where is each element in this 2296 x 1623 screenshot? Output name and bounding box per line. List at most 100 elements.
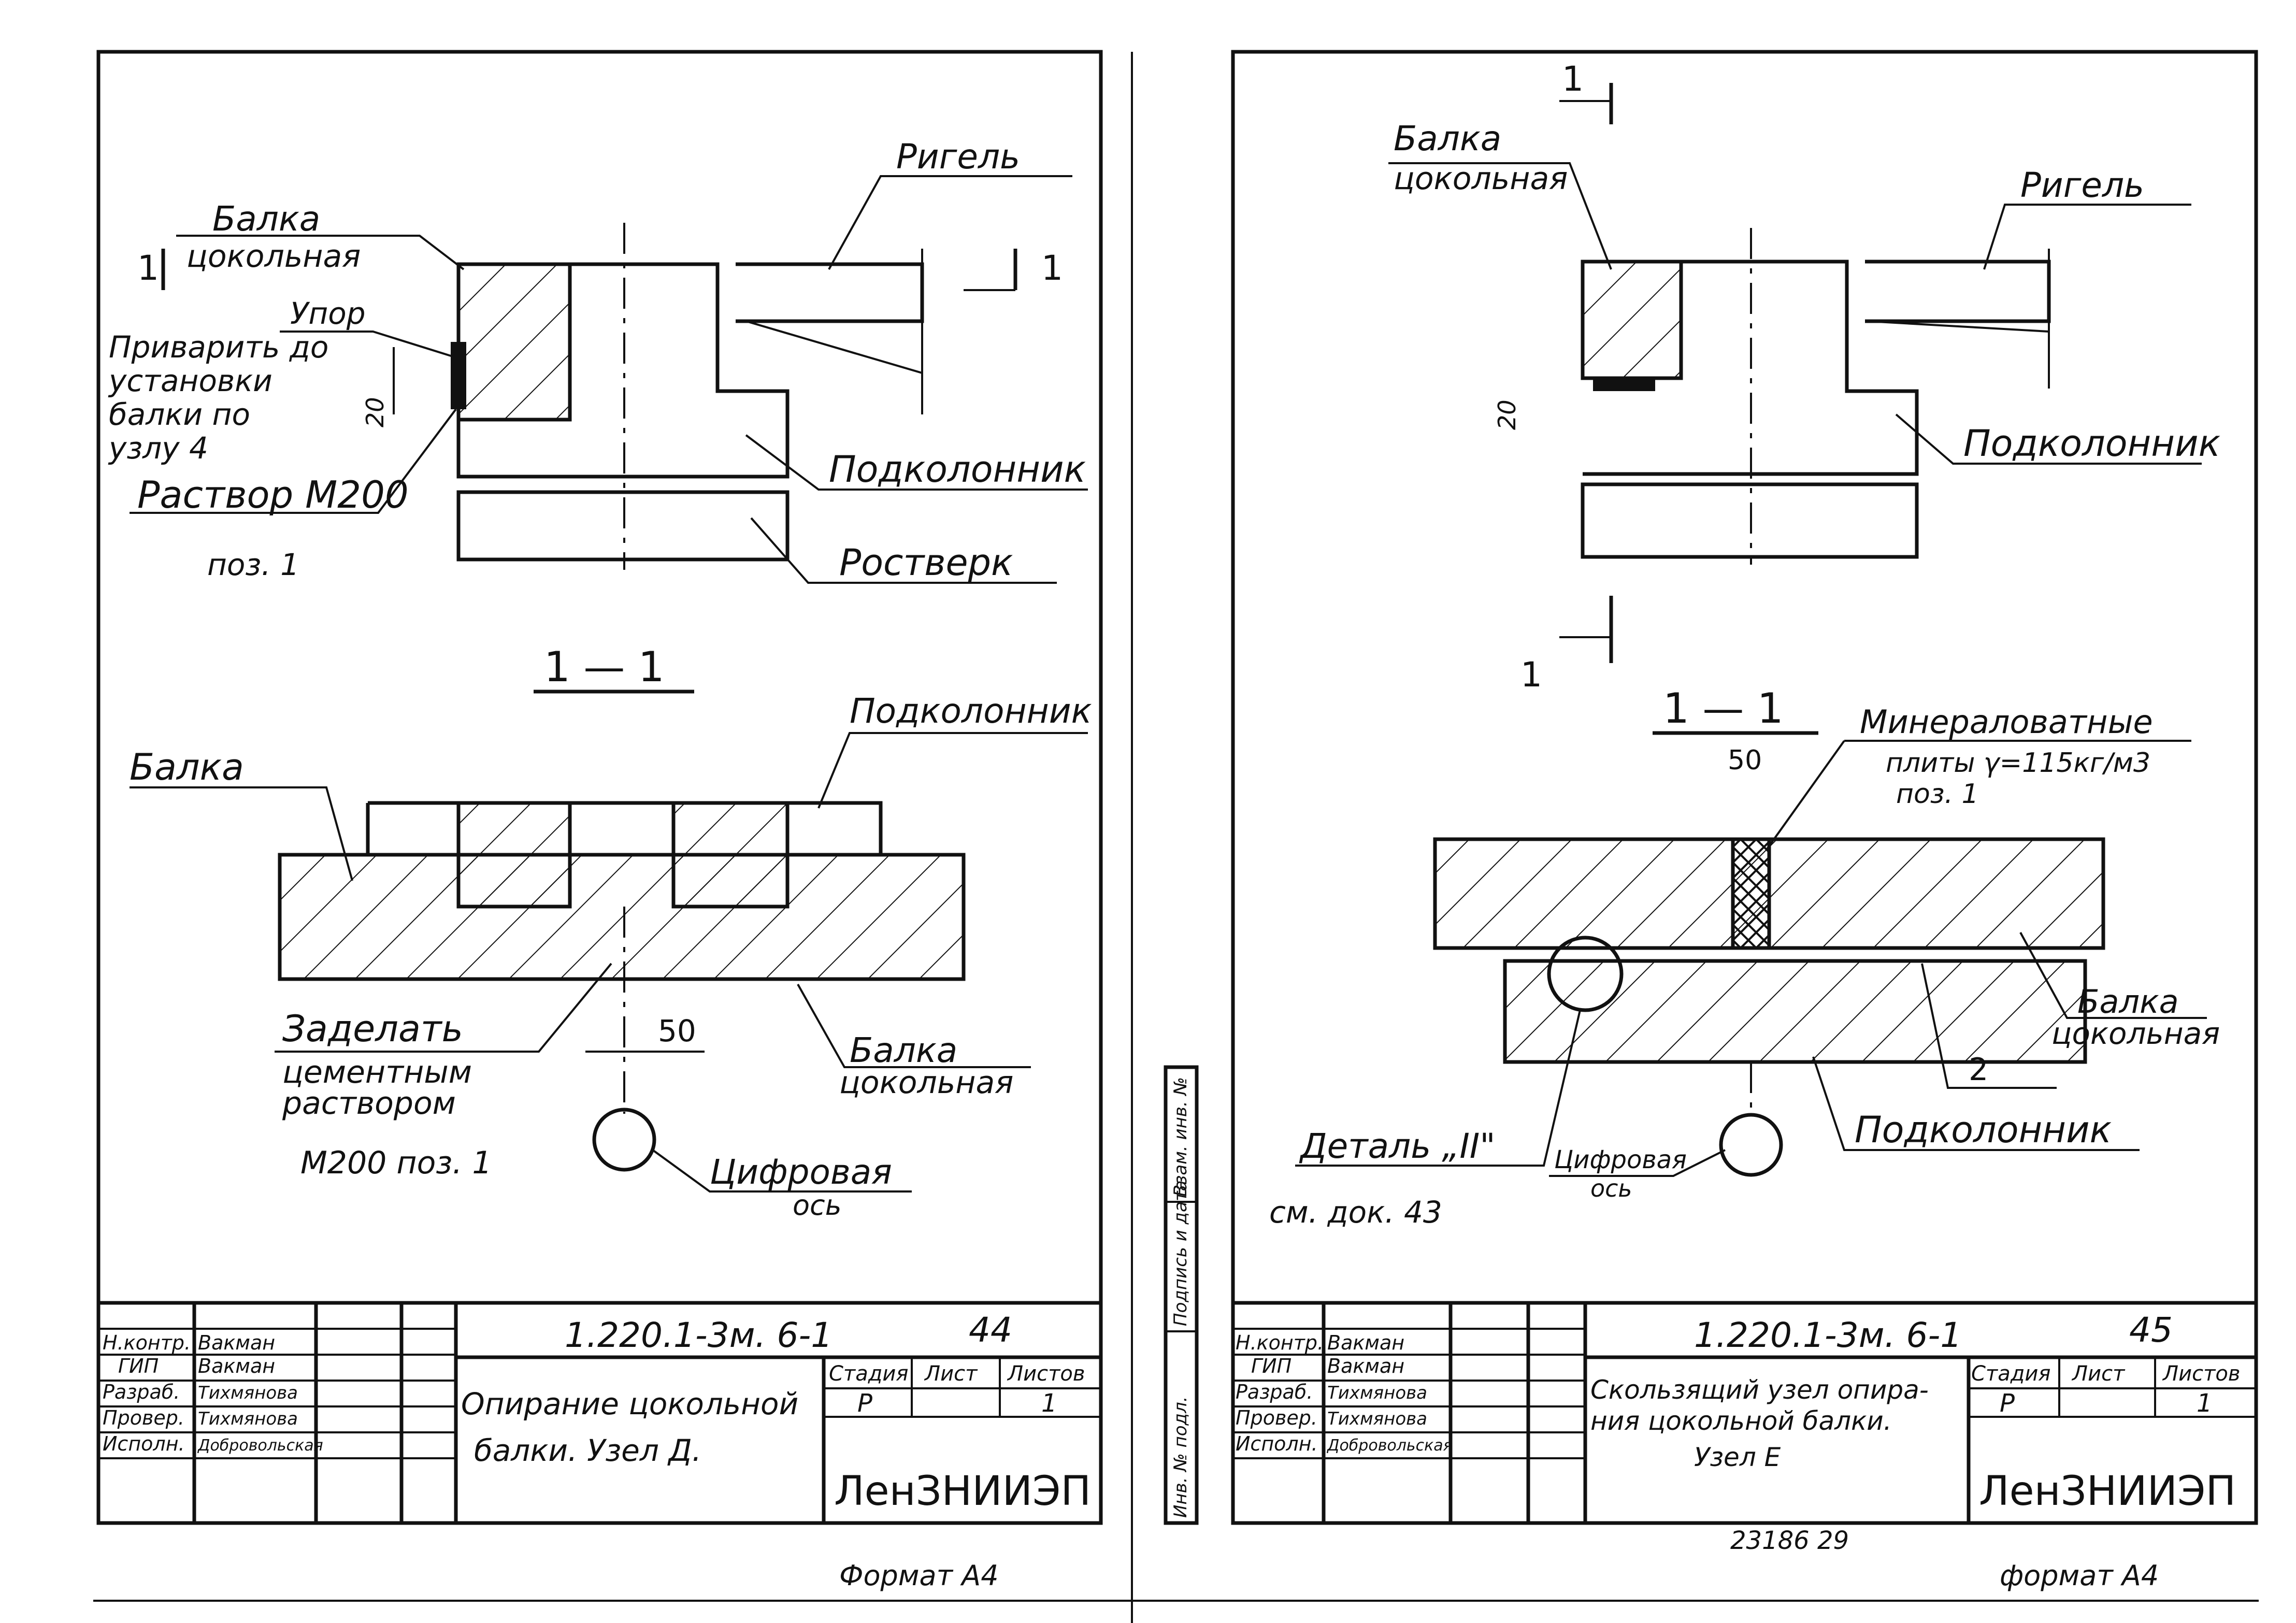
right-slide-bearing xyxy=(1593,378,1655,391)
right-balka-l1: Балка xyxy=(1394,119,1501,159)
right-stamp-0: Инв. № подл. xyxy=(1170,1396,1191,1518)
left-role-4: Исполн. xyxy=(103,1432,185,1455)
left-m200-poz: М200 поз. 1 xyxy=(300,1145,492,1181)
right-ref-doc: см. док. 43 xyxy=(1269,1195,1442,1230)
right-cut-mark-1: 1 xyxy=(1562,59,1584,99)
left-role-3: Провер. xyxy=(103,1406,184,1429)
right-role-1: ГИП xyxy=(1251,1355,1292,1377)
left-axis-l1: Цифровая xyxy=(710,1152,892,1192)
right-frame xyxy=(1231,50,2258,1525)
right-role-0: Н.контр. xyxy=(1236,1331,1324,1354)
left-beam-section xyxy=(456,262,572,422)
left-zadelat-l3: раствором xyxy=(282,1085,456,1122)
right-section-title: 1 — 1 xyxy=(1663,684,1784,732)
right-stage: Р xyxy=(2000,1389,2015,1418)
right-name-2: Тихмянова xyxy=(1327,1383,1427,1403)
right-balka-sec-l2: цокольная xyxy=(2051,1016,2220,1051)
left-sheets-count: 1 xyxy=(1041,1389,1057,1418)
left-rigel-leader xyxy=(828,175,1072,270)
right-mineral-wool xyxy=(1731,837,1771,950)
right-role-2: Разраб. xyxy=(1236,1381,1313,1403)
right-h-sheet: Лист xyxy=(2071,1362,2126,1386)
right-sheet: Балка цокольная Ригель 20 Подколонник 1 … xyxy=(1164,50,2258,1592)
left-balka2-l1: Балка xyxy=(850,1030,957,1070)
right-role-3: Провер. xyxy=(1236,1406,1317,1429)
right-desc-l3: Узел Е xyxy=(1694,1442,1781,1472)
left-column-footing xyxy=(456,262,790,479)
left-weld-l2: установки xyxy=(108,363,272,398)
left-rostverk-label: Ростверк xyxy=(839,541,1013,584)
left-top-view: Балка цокольная Ригель Упор Приварить до… xyxy=(108,137,1088,584)
right-rigel-label: Ригель xyxy=(2020,165,2144,205)
right-balka-leader xyxy=(1388,162,1612,270)
right-pile-cap xyxy=(1581,482,1919,559)
left-stage: Р xyxy=(857,1389,872,1418)
left-rastvor-leader xyxy=(130,408,457,514)
right-dim-20: 20 xyxy=(1493,399,1521,430)
right-cut-mark-2: 1 xyxy=(1520,655,1542,695)
left-axis-l2: ось xyxy=(793,1189,842,1222)
right-section-podkolonnik: Подколонник xyxy=(1855,1109,2112,1151)
left-frame xyxy=(96,50,1103,1525)
right-desc-l1: Скользящий узел опира- xyxy=(1590,1375,1929,1405)
right-name-4: Добровольская xyxy=(1326,1437,1453,1455)
left-axis-circle xyxy=(592,1108,656,1172)
left-podkolonnik-leader xyxy=(745,434,1088,491)
left-desc-l1: Опирание цокольной xyxy=(461,1386,798,1421)
left-name-4: Добровольская xyxy=(197,1437,323,1455)
right-role-4: Исполн. xyxy=(1236,1432,1318,1455)
right-label-2: 2 xyxy=(1969,1052,1988,1088)
left-sheet: Балка цокольная Ригель Упор Приварить до… xyxy=(96,50,1103,1592)
left-name-1: Вакман xyxy=(198,1355,275,1377)
right-h-stage: Стадия xyxy=(1971,1362,2050,1386)
right-section-column xyxy=(1503,959,2087,1064)
left-balka-leader xyxy=(176,235,465,270)
right-archive-no: 23186 29 xyxy=(1730,1526,1849,1555)
left-title-block: Н.контр. ГИП Разраб. Провер. Исполн. Вак… xyxy=(98,1301,1101,1592)
right-balka-l2: цокольная xyxy=(1394,161,1568,197)
left-stop-plate xyxy=(451,342,466,409)
right-sheet-no: 45 xyxy=(2129,1310,2173,1350)
left-pile-cap xyxy=(456,490,790,562)
left-dim-50: 50 xyxy=(658,1013,696,1049)
right-podkolonnik-label: Подколонник xyxy=(1963,422,2220,465)
right-axis-circle xyxy=(1719,1113,1783,1177)
right-top-view: Балка цокольная Ригель 20 Подколонник 1 … xyxy=(1388,59,2220,695)
right-side-stamp: Инв. № подл. Подпись и дата Взам. инв. № xyxy=(1164,1065,1199,1525)
left-role-0: Н.контр. xyxy=(103,1331,191,1354)
left-upor-leader xyxy=(280,331,456,358)
left-cut-mark-1: 1 xyxy=(137,248,159,288)
left-podkolonnik-label: Подколонник xyxy=(829,448,1086,491)
left-name-2: Тихмянова xyxy=(198,1383,298,1403)
right-podkolonnik-leader xyxy=(1895,413,2202,465)
right-name-0: Вакман xyxy=(1327,1331,1404,1354)
left-h-sheet: Лист xyxy=(924,1362,978,1386)
left-section-beam xyxy=(278,853,966,981)
left-rostverk-leader xyxy=(750,517,1057,584)
left-weld-l1: Приварить до xyxy=(109,329,328,365)
right-desc-l2: ния цокольной балки. xyxy=(1590,1406,1892,1436)
left-balka-l2: цокольная xyxy=(186,238,361,275)
left-zadelat-l1: Заделать xyxy=(282,1008,463,1050)
left-desc-l2: балки. Узел Д. xyxy=(474,1433,701,1468)
right-stamp-1: Подпись и дата xyxy=(1170,1180,1191,1326)
right-dim-50: 50 xyxy=(1728,745,1762,776)
right-detail-circle xyxy=(1547,936,1624,1012)
left-name-3: Тихмянова xyxy=(198,1409,298,1429)
right-mineral-l2: плиты γ=115кг/м3 xyxy=(1886,748,2150,779)
left-name-0: Вакман xyxy=(198,1331,275,1354)
right-axis-l2: ось xyxy=(1590,1174,1632,1202)
left-role-2: Разраб. xyxy=(103,1381,180,1403)
left-section-podkolonnik: Подколонник xyxy=(850,691,1092,731)
left-zadelat-l2: цементным xyxy=(282,1054,472,1090)
right-format: формат А4 xyxy=(2000,1559,2159,1592)
right-h-sheets: Листов xyxy=(2162,1362,2240,1386)
right-doc-code: 1.220.1-3м. 6-1 xyxy=(1694,1315,1962,1355)
right-org: ЛенЗНИИЭП xyxy=(1979,1468,2236,1515)
left-h-stage: Стадия xyxy=(829,1362,908,1386)
right-sheets-count: 1 xyxy=(2197,1389,2213,1418)
left-section-title: 1 — 1 xyxy=(544,643,665,691)
left-balka2-l2: цокольная xyxy=(839,1065,1013,1101)
right-mineral-l3: поз. 1 xyxy=(1896,779,1979,810)
